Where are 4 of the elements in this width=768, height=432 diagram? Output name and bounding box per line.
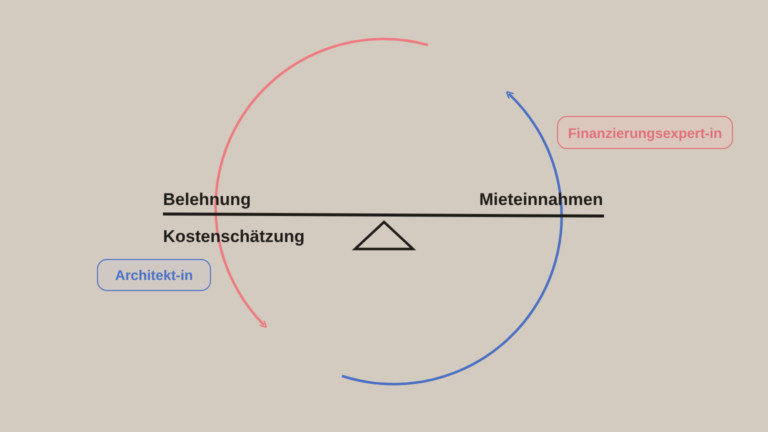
beam-label: Kostenschätzung <box>163 227 305 247</box>
role-label: Architekt-in <box>97 259 211 291</box>
role-label: Finanzierungsexpert-in <box>557 116 734 149</box>
beam-label: Belehnung <box>163 190 251 210</box>
